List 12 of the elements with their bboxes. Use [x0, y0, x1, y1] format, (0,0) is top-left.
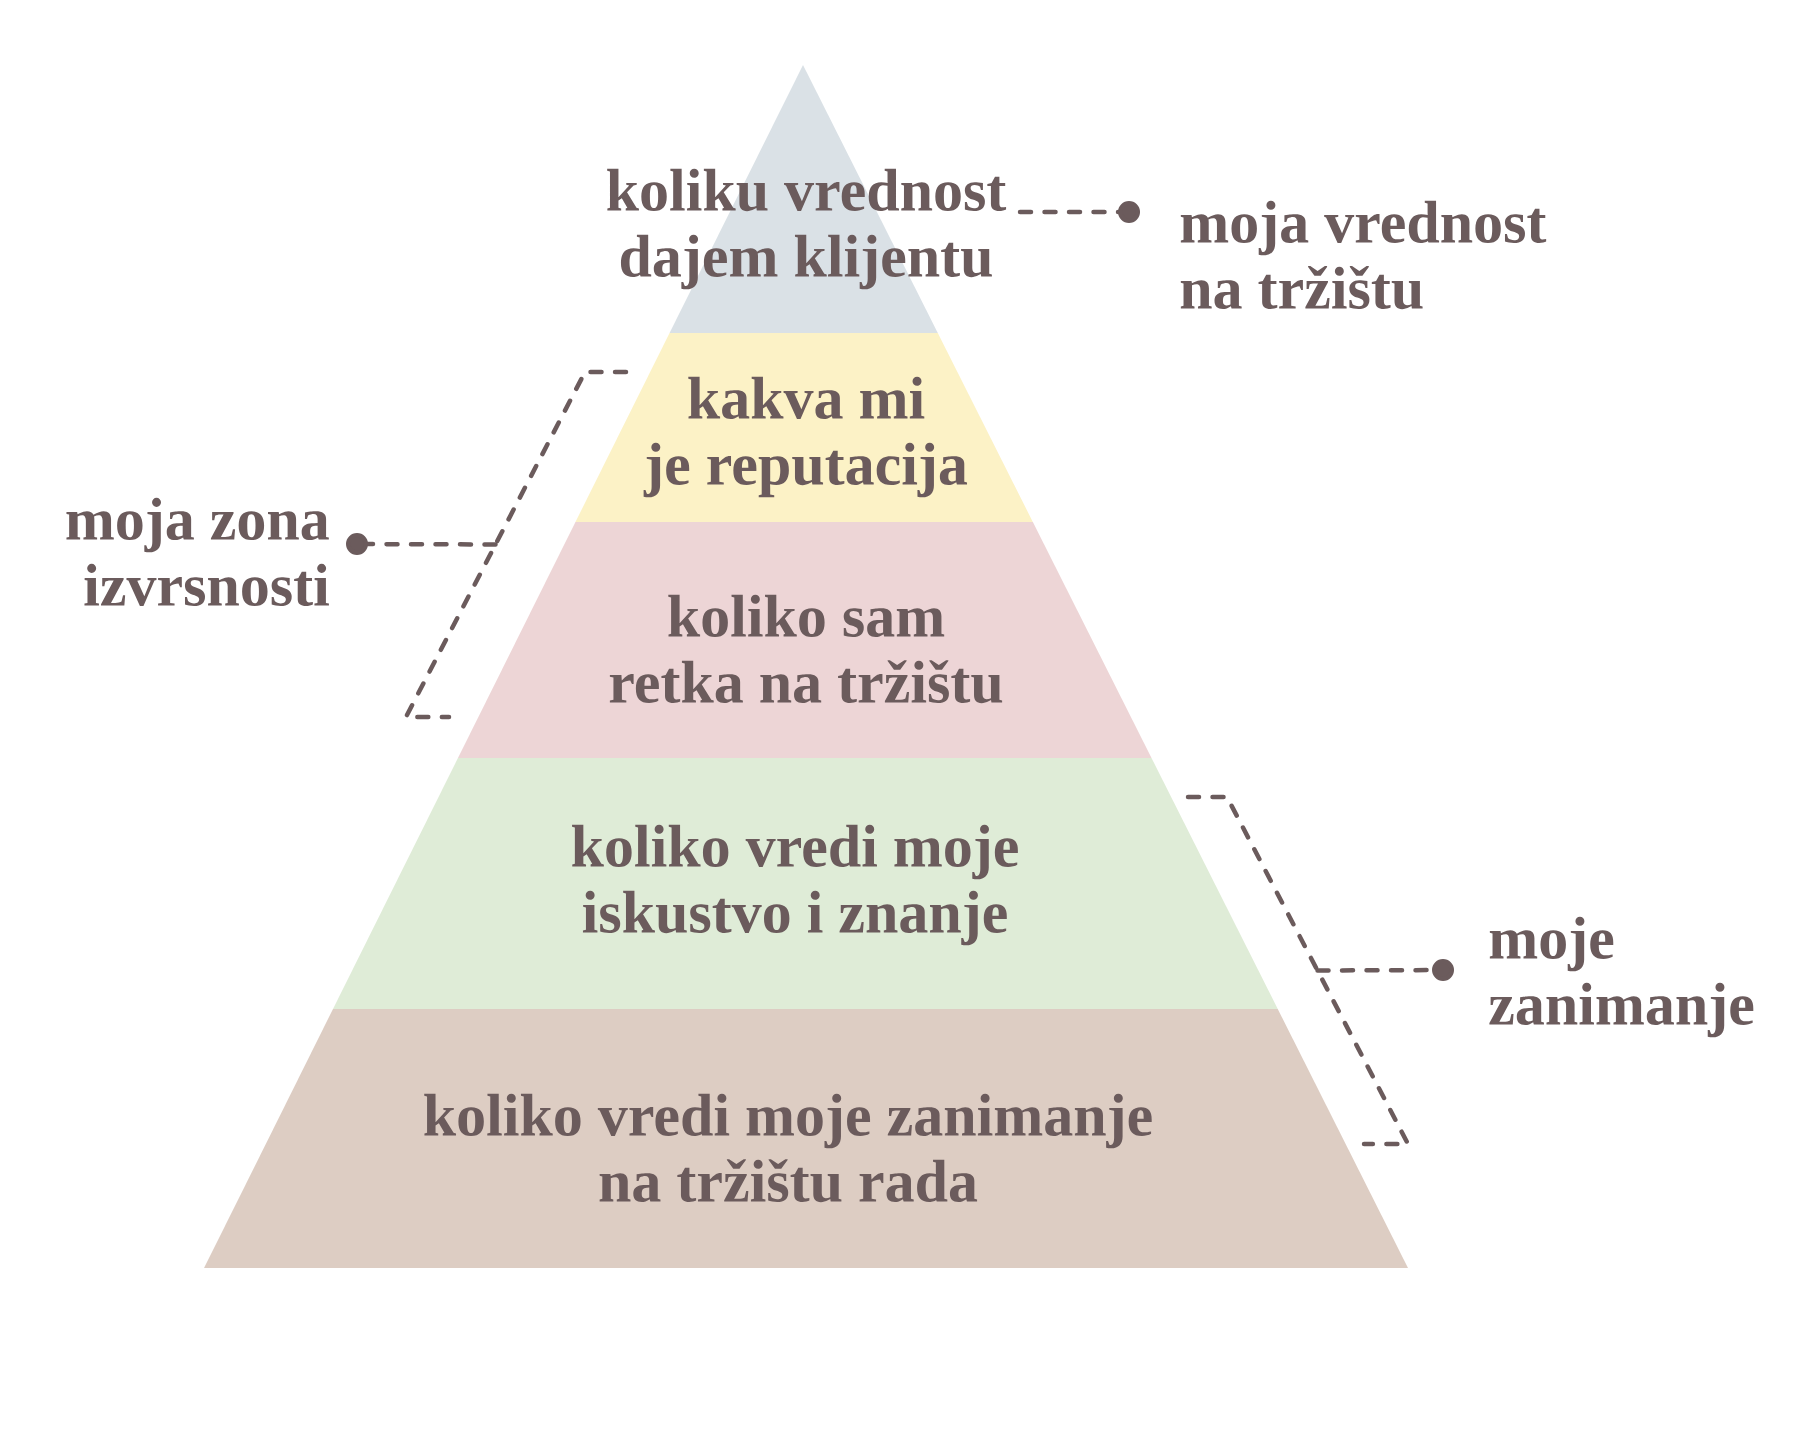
- pyramid-tier: kakva mi je reputacija: [575, 333, 1033, 522]
- pyramid-tier: koliku vrednost dajem klijentu: [607, 65, 1007, 333]
- pyramid-tier: koliko sam retka na tržištu: [457, 522, 1152, 758]
- pyramid-tier: koliko vredi moje iskustvo i znanje: [333, 758, 1278, 1009]
- callout-label: moje zanimanje: [1489, 916, 1754, 1038]
- callout-label: moja vrednost na tržištu: [1180, 200, 1547, 310]
- bracket: [1185, 794, 1411, 1147]
- leader-line: [1315, 959, 1454, 982]
- leader-line: [346, 533, 498, 556]
- leader-line: [1017, 201, 1140, 223]
- pyramid-tier: koliko vredi moje zanimanje na tržištu rada: [204, 1009, 1408, 1268]
- callout-label: moja zona izvrsnosti: [66, 497, 329, 607]
